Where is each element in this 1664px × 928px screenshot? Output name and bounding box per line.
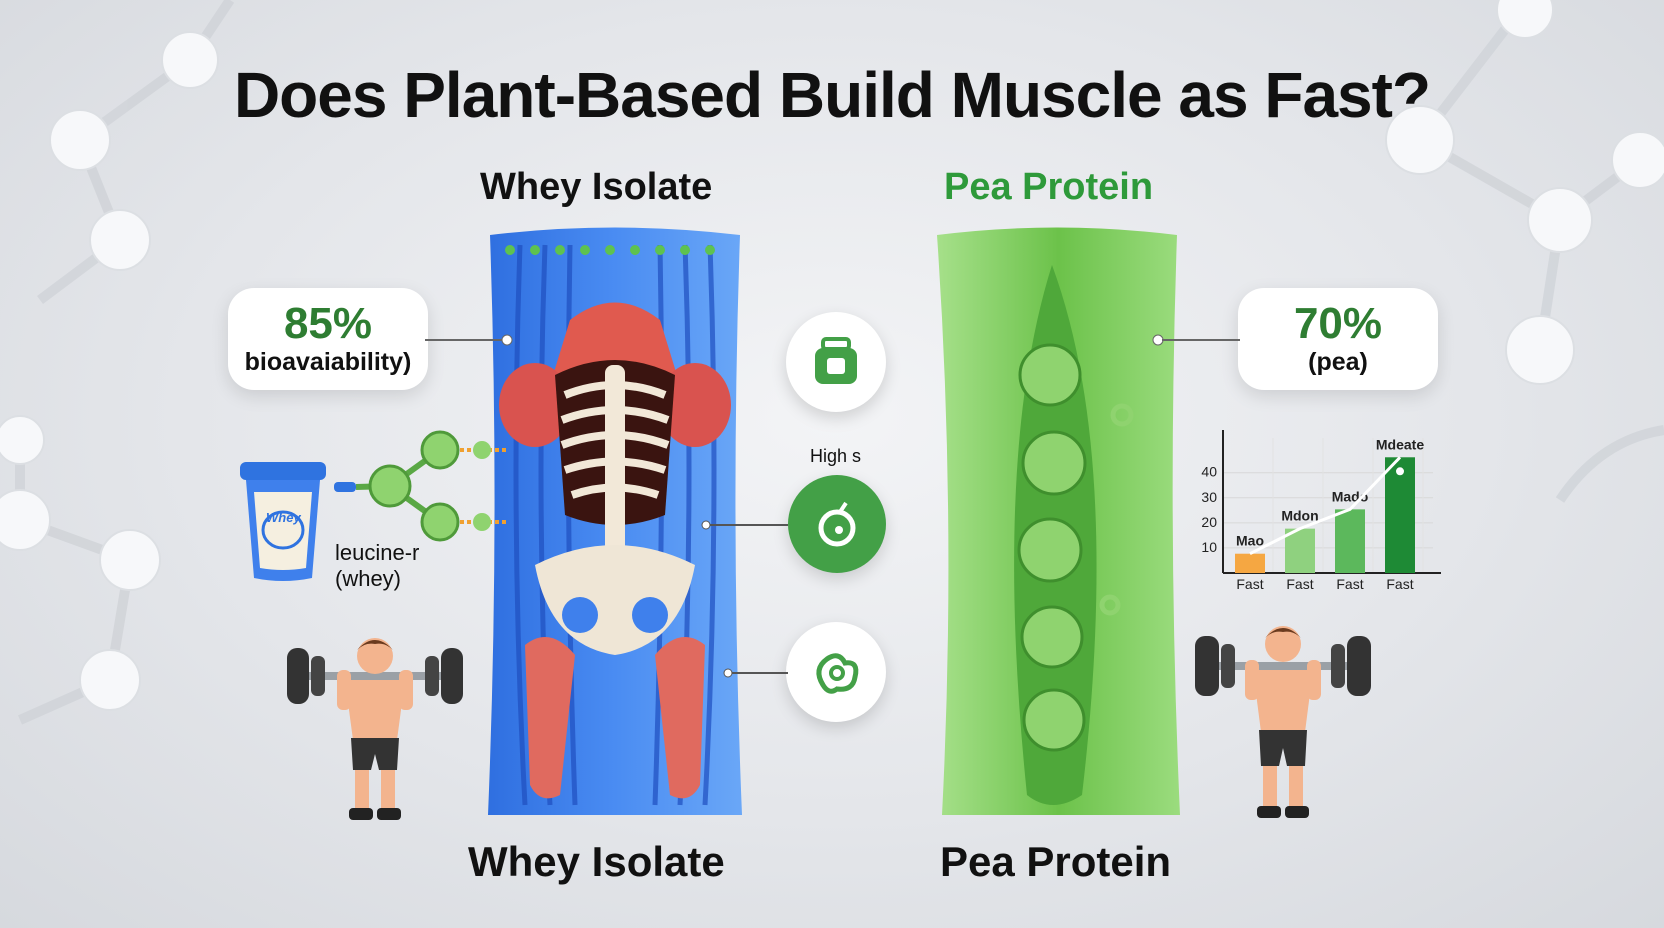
whey-footer-label: Whey Isolate [468, 838, 725, 885]
middle-connectors [701, 520, 788, 678]
page-title: Does Plant-Based Build Muscle as Fast? [233, 59, 1431, 131]
whey-bioavailability-bubble: 85% bioavaiability) [228, 288, 428, 390]
chart-x-tick-label: Fast [1386, 576, 1413, 592]
chart-y-tick-label: 20 [1201, 514, 1217, 530]
pea-stat-value: 70% [1293, 299, 1383, 348]
chart-bar-label: Mao [1236, 533, 1264, 549]
chart-x-tick-label: Fast [1286, 576, 1313, 592]
pea-footer-label: Pea Protein [940, 838, 1172, 885]
chart-bar [1335, 509, 1365, 573]
pea-bubble-connector [1152, 334, 1240, 346]
whey-stat-value: 85% [283, 299, 373, 348]
leucine-label: leucine-r (whey) [335, 540, 419, 592]
pea-stat-label: (pea) [1308, 348, 1368, 376]
absorption-icon [788, 475, 886, 573]
chart-bar-label: Mdeate [1376, 436, 1424, 452]
chart-bar [1285, 528, 1315, 573]
leucine-molecule-icon [334, 430, 508, 542]
protein-jar-icon [786, 312, 886, 412]
protein-bar-chart: 10203040MaoFastMdonFastMadoFastMdeateFas… [1201, 430, 1441, 592]
whey-bubble-connector [425, 334, 513, 346]
pea-weightlifter-icon [1195, 626, 1371, 818]
whey-weightlifter-icon [287, 638, 463, 820]
chart-x-tick-label: Fast [1336, 576, 1363, 592]
whey-muscle-panel [488, 227, 742, 815]
chart-trend-point [1396, 467, 1404, 476]
chart-bar [1235, 553, 1265, 573]
chart-y-tick-label: 30 [1201, 489, 1217, 505]
leucine-label-line2: (whey) [335, 566, 402, 591]
pea-heading: Pea Protein [944, 166, 1154, 208]
chart-bar-label: Mdon [1281, 508, 1318, 524]
leucine-label-line1: leucine-r [335, 540, 420, 565]
pea-pod-panel [937, 227, 1180, 815]
pea-bioavailability-bubble: 70% (pea) [1238, 288, 1438, 390]
chart-bar [1385, 457, 1415, 573]
whey-cup-icon [240, 462, 326, 581]
whey-cup-label: Whey [266, 510, 301, 525]
digestion-icon [786, 622, 886, 722]
chart-trend-line [1249, 456, 1402, 556]
high-label: High s [810, 446, 862, 466]
whey-heading: Whey Isolate [480, 166, 713, 208]
chart-x-tick-label: Fast [1236, 576, 1263, 592]
whey-stat-label: bioavaiability) [244, 348, 412, 376]
chart-y-tick-label: 40 [1201, 464, 1217, 480]
chart-y-tick-label: 10 [1201, 539, 1217, 555]
